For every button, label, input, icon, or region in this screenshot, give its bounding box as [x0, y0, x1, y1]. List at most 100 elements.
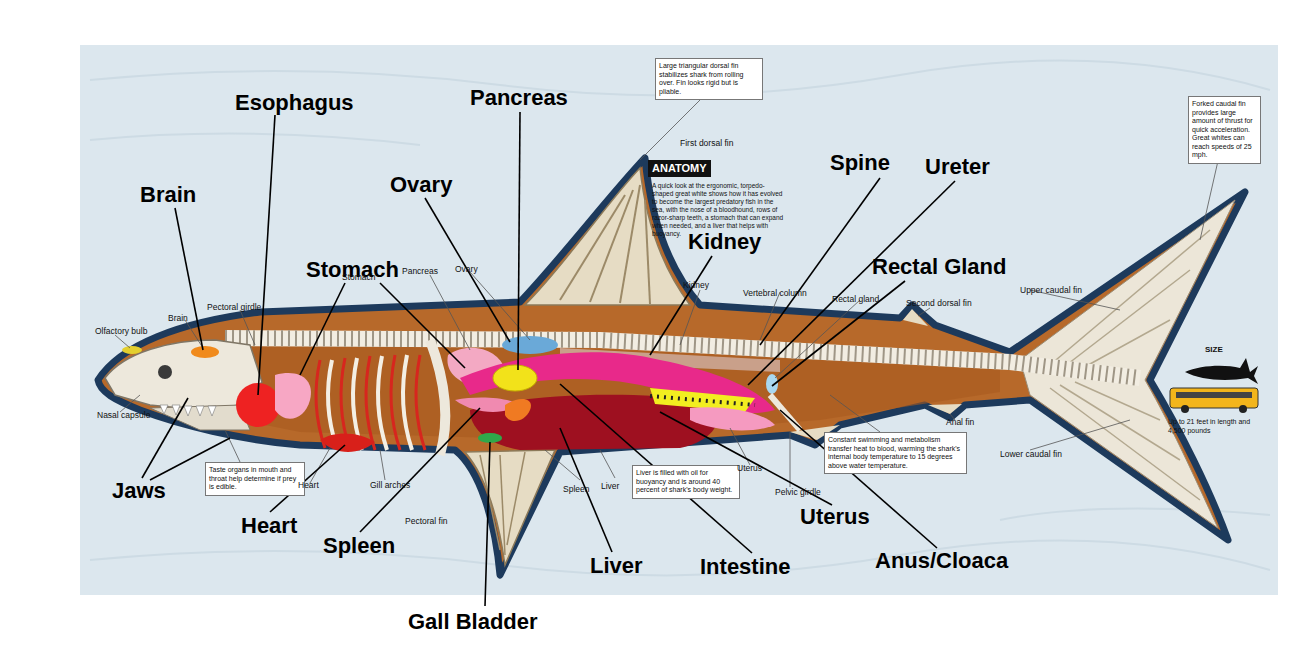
part-label: Gall Bladder [408, 609, 538, 635]
illustration-part [760, 178, 880, 345]
illustration-part [485, 442, 490, 606]
small-label: Heart [298, 480, 319, 490]
illustration-part [115, 335, 130, 348]
size-bus-icon [1170, 388, 1258, 413]
small-label: Anal fin [946, 417, 974, 427]
part-label: Spine [830, 150, 890, 176]
pelvic-girdle [770, 395, 800, 430]
small-label: Vertebral column [743, 288, 807, 298]
size-note: Up to 21 feet in length and 4,500 pounds [1168, 418, 1268, 435]
part-label: Rectal Gland [872, 254, 1006, 280]
olfactory-bulb [122, 346, 142, 354]
illustration-part [600, 450, 615, 478]
illustration-part [175, 208, 203, 350]
illustration-part [560, 195, 625, 300]
heart-organ [320, 433, 375, 451]
illustration-part [90, 541, 1270, 576]
anal-fin [928, 404, 962, 414]
water-texture [90, 61, 1270, 576]
illustration-part [403, 355, 412, 450]
illustration-part [120, 395, 140, 412]
pectoral-girdle [430, 340, 445, 455]
illustration-part [760, 292, 780, 340]
fin-rays [560, 185, 650, 304]
illustration-part [160, 405, 168, 414]
illustration-part [650, 256, 712, 355]
teeth [160, 405, 216, 416]
illustration-part [780, 410, 937, 548]
brain-organ [191, 346, 219, 358]
water-background [80, 45, 1278, 595]
pectoral-fin [465, 450, 555, 565]
illustration-part [310, 448, 330, 483]
illustration-part [1000, 509, 1270, 520]
illustration-part [258, 115, 275, 395]
small-label: Pectoral girdle [207, 302, 261, 312]
illustration-part [1170, 388, 1258, 408]
small-label: Rectal gland [832, 294, 879, 304]
pharynx-organ [275, 373, 311, 419]
illustration-part [500, 455, 505, 555]
part-label: Ovary [390, 172, 452, 198]
callout-note: Liver is filled with oil for buoyancy an… [632, 465, 740, 499]
part-label: Intestine [700, 554, 790, 580]
illustration-part [1176, 392, 1252, 398]
part-label: Pancreas [470, 85, 568, 111]
illustration-part [360, 408, 480, 532]
illustration-part [300, 283, 345, 375]
part-label: Spleen [323, 533, 395, 559]
part-label: Heart [241, 513, 297, 539]
small-label: Nasal capsule [97, 410, 150, 420]
illustration-part [378, 356, 387, 450]
intro-text: A quick look at the ergonomic, torpedo-s… [652, 182, 784, 238]
small-label: Upper caudal fin [1020, 285, 1082, 295]
eye-socket [158, 365, 172, 379]
part-label: Uterus [800, 504, 870, 530]
small-label: Pancreas [402, 266, 438, 276]
illustration-part [507, 452, 525, 545]
part-label: Brain [140, 182, 196, 208]
small-label: Stomach [342, 272, 376, 282]
illustration-part [240, 310, 255, 345]
illustration-part [1030, 420, 1130, 450]
leader-lines [142, 112, 955, 606]
illustration-part [196, 406, 204, 416]
illustration-part [391, 355, 400, 450]
illustration-part [518, 112, 520, 370]
size-heading: SIZE [1205, 345, 1223, 355]
illustration-part [380, 283, 465, 368]
part-label: Anus/Cloaca [875, 548, 1008, 574]
part-label: Ureter [925, 154, 990, 180]
uterus-organ [690, 407, 775, 430]
pancreas-organ [493, 365, 537, 391]
illustration-part [225, 430, 240, 462]
callout-note: Forked caudal fin provides large amount … [1188, 96, 1261, 164]
illustration-part [380, 450, 385, 480]
small-label: First dorsal fin [680, 138, 733, 148]
callout-note: Large triangular dorsal fin stabilizes s… [655, 58, 763, 100]
small-label: Gill arches [370, 480, 410, 490]
small-label: Ovary [455, 264, 478, 274]
part-label: Liver [590, 553, 643, 579]
illustration-part [416, 355, 425, 450]
illustration-part [680, 290, 700, 345]
illustration-part [918, 308, 930, 316]
illustration-part [775, 300, 860, 378]
callout-pointers [115, 100, 1225, 487]
callout-note: Constant swimming and metabolism transfe… [824, 432, 967, 474]
illustration-part [1181, 405, 1189, 413]
illustration-part [90, 134, 420, 145]
illustration-part [184, 406, 192, 416]
small-label: Spleen [563, 484, 589, 494]
illustration-part [1075, 382, 1160, 420]
spiral-valve-turns [650, 396, 755, 405]
small-label: Pectoral fin [405, 516, 448, 526]
illustration-part [366, 356, 375, 450]
callout-note: Taste organs in mouth and throat help de… [205, 462, 305, 496]
small-label: Olfactory bulb [95, 326, 147, 336]
illustration-part [1239, 405, 1247, 413]
part-label: Kidney [688, 229, 761, 255]
illustration-part [645, 200, 650, 304]
